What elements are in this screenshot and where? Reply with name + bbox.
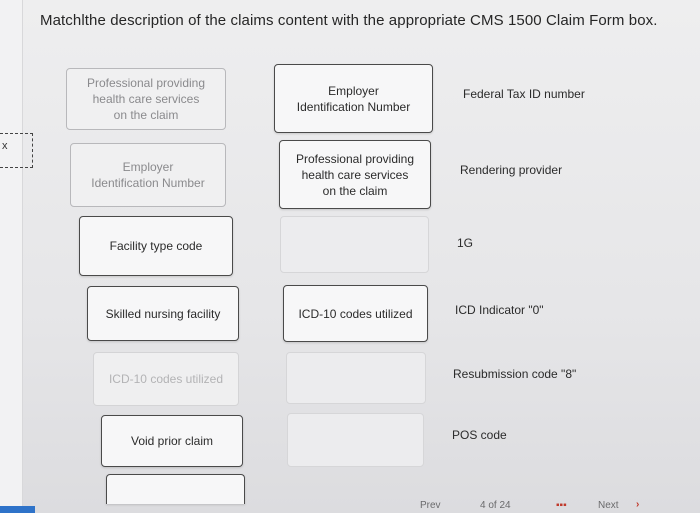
target-1g: 1G [457,236,474,250]
answer-card-skilled-nursing-facility[interactable]: Skilled nursing facility [87,286,239,341]
answer-card-void-prior-claim[interactable]: Void prior claim [101,415,243,467]
drop-slot-resubmission-code[interactable] [286,352,426,404]
answer-card-employer-id[interactable]: Employer Identification Number [70,143,226,207]
next-button[interactable]: Next [598,500,619,511]
target-federal-tax-id: Federal Tax ID number [463,87,585,101]
target-resubmission-code: Resubmission code "8" [453,367,577,381]
answer-card-partial[interactable] [106,474,245,504]
answer-card-icd10-codes[interactable]: ICD-10 codes utilized [93,352,239,406]
grid-icon[interactable]: ▪▪▪ [556,500,567,511]
prev-button[interactable]: Prev [420,500,441,511]
left-panel-edge [0,0,23,513]
target-rendering-provider: Rendering provider [460,163,563,177]
drop-slot-icd-indicator[interactable]: ICD-10 codes utilized [283,285,428,342]
drop-slot-rendering-provider[interactable]: Professional providing health care servi… [279,140,431,209]
question-text: Matchlthe description of the claims cont… [40,12,658,29]
target-icd-indicator: ICD Indicator "0" [455,303,544,317]
flag-marker[interactable]: x [0,133,33,168]
drop-slot-1g[interactable] [280,216,429,273]
page-indicator: 4 of 24 [480,500,511,511]
target-pos-code: POS code [452,428,507,442]
drop-slot-pos-code[interactable] [287,413,424,467]
answer-card-facility-type-code[interactable]: Facility type code [79,216,233,276]
accent-bar [0,506,35,513]
chevron-right-icon[interactable]: › [636,499,640,510]
footer-nav: Prev 4 of 24 ▪▪▪ Next › [0,498,700,513]
drop-slot-federal-tax-id[interactable]: Employer Identification Number [274,64,433,133]
answer-card-professional-provider[interactable]: Professional providing health care servi… [66,68,226,130]
